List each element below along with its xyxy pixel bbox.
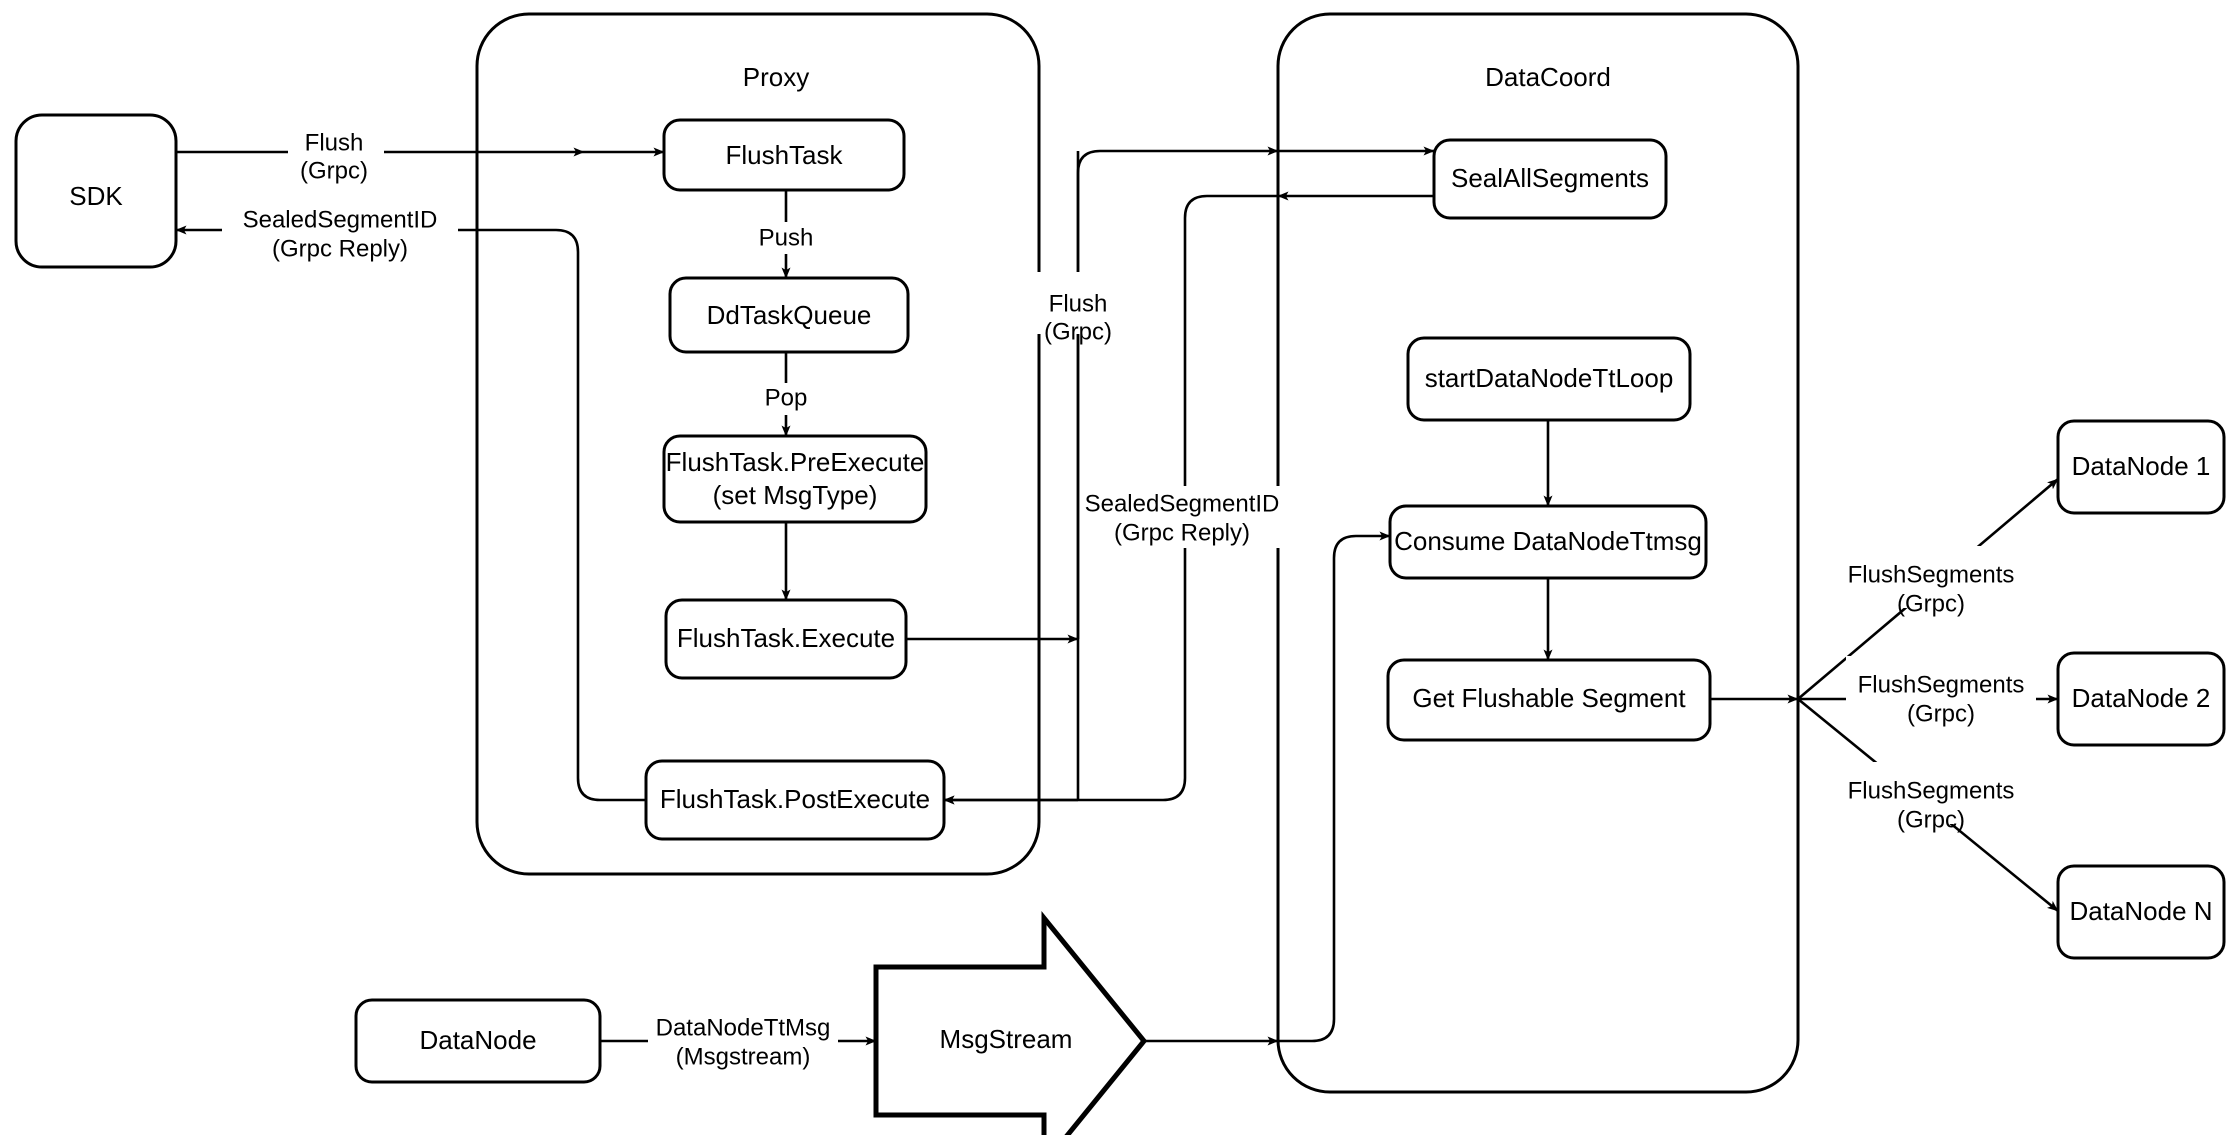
startdatanodettloop-label: startDataNodeTtLoop [1425, 363, 1674, 393]
datanoden-label: DataNode N [2069, 896, 2212, 926]
proxy-group-label: Proxy [743, 62, 809, 92]
preexecute-label-line1: FlushTask.PreExecute [666, 447, 925, 477]
sealallsegments-box[interactable] [1432, 138, 1668, 220]
datacoord-group-label: DataCoord [1485, 62, 1611, 92]
sealedsegmentid-sdk-line1: SealedSegmentID [243, 206, 438, 233]
datanode2-label: DataNode 2 [2072, 683, 2211, 713]
node-dd-task-queue[interactable]: DdTaskQueue [668, 276, 910, 354]
edge-label-sealedsegmentid-sdk: SealedSegmentID (Grpc Reply) [222, 200, 458, 262]
datanode2-box[interactable] [2056, 651, 2226, 747]
datanode-bottom-label: DataNode [419, 1025, 536, 1055]
node-sdk[interactable]: SDK [14, 113, 178, 269]
edge-label-flushsegments-1: FlushSegments (Grpc) [1836, 546, 2026, 617]
execute-box[interactable] [664, 598, 908, 680]
datanoden-box[interactable] [2056, 864, 2226, 960]
flushsegments1-line2: (Grpc) [1897, 590, 1965, 617]
flush-coord-line1: Flush [1049, 290, 1108, 317]
datanodettmsg-line1: DataNodeTtMsg [656, 1014, 831, 1041]
node-seal-all-segments[interactable]: SealAllSegments [1432, 138, 1668, 220]
node-msgstream[interactable]: MsgStream [873, 910, 1148, 1135]
flush-coord-line2: (Grpc) [1044, 318, 1112, 345]
sealedsegmentid-coord-line2: (Grpc Reply) [1114, 519, 1250, 546]
node-execute[interactable]: FlushTask.Execute [664, 598, 908, 680]
edge-label-flushsegments-n: FlushSegments (Grpc) [1836, 762, 2026, 833]
flush-label-line2: (Grpc) [300, 157, 368, 184]
edge-label-sealedsegmentid-coord: SealedSegmentID (Grpc Reply) [1085, 486, 1280, 548]
flushsegmentsn-line1: FlushSegments [1848, 777, 2015, 804]
postexecute-box[interactable] [644, 759, 946, 841]
edge-flush-grpc-rail [1076, 146, 1279, 639]
flushsegments2-line1: FlushSegments [1858, 671, 2025, 698]
execute-label: FlushTask.Execute [677, 623, 895, 653]
flush-label-line1: Flush [305, 129, 364, 156]
sealallsegments-label: SealAllSegments [1451, 163, 1649, 193]
getflushablesegment-box[interactable] [1386, 658, 1712, 742]
consumedatanodettmsg-box[interactable] [1388, 504, 1708, 580]
sealedsegmentid-sdk-line2: (Grpc Reply) [272, 235, 408, 262]
node-datanode-n[interactable]: DataNode N [2056, 864, 2226, 960]
edge-label-pop: Pop [752, 383, 820, 415]
node-datanode-1[interactable]: DataNode 1 [2056, 419, 2226, 515]
edge-label-flushsegments-2: FlushSegments (Grpc) [1846, 656, 2036, 727]
datanode1-box[interactable] [2056, 419, 2226, 515]
consumedatanodettmsg-label: Consume DataNodeTtmsg [1394, 526, 1702, 556]
ddtaskqueue-box[interactable] [668, 276, 910, 354]
node-datanode-2[interactable]: DataNode 2 [2056, 651, 2226, 747]
edge-label-flush-grpc-coord: Flush (Grpc) [1030, 272, 1126, 345]
node-post-execute[interactable]: FlushTask.PostExecute [644, 759, 946, 841]
node-flush-task[interactable]: FlushTask [662, 118, 906, 192]
edge-label-datanode-ttmsg: DataNodeTtMsg (Msgstream) [648, 1010, 838, 1072]
push-label: Push [759, 224, 814, 251]
flushtask-box[interactable] [662, 118, 906, 192]
node-pre-execute[interactable]: FlushTask.PreExecute (set MsgType) [662, 434, 928, 524]
datanodettmsg-line2: (Msgstream) [676, 1043, 811, 1070]
preexecute-box[interactable] [662, 434, 928, 524]
edge-label-push: Push [746, 222, 826, 254]
sealedsegmentid-coord-line1: SealedSegmentID [1085, 490, 1280, 517]
flushsegments1-line1: FlushSegments [1848, 561, 2015, 588]
startdatanodettloop-box[interactable] [1406, 336, 1692, 422]
edge-proxy-to-sdk-reply [175, 225, 646, 802]
flushtask-label: FlushTask [725, 140, 843, 170]
getflushablesegment-label: Get Flushable Segment [1412, 683, 1686, 713]
node-consume-datanode-ttmsg[interactable]: Consume DataNodeTtmsg [1388, 504, 1708, 580]
edge-coordborder-to-consume [1278, 531, 1391, 1043]
postexecute-label: FlushTask.PostExecute [660, 784, 930, 814]
ddtaskqueue-label: DdTaskQueue [707, 300, 872, 330]
flushsegments2-line2: (Grpc) [1907, 700, 1975, 727]
pop-label: Pop [765, 384, 808, 411]
sdk-box[interactable] [14, 113, 178, 269]
node-start-datanode-tt-loop[interactable]: startDataNodeTtLoop [1406, 336, 1692, 422]
edge-label-flush-grpc-sdk: Flush (Grpc) [288, 125, 384, 187]
preexecute-label-line2: (set MsgType) [713, 480, 878, 510]
node-get-flushable-segment[interactable]: Get Flushable Segment [1386, 658, 1712, 742]
node-datanode-bottom[interactable]: DataNode [354, 998, 602, 1084]
msgstream-arrow-shape[interactable] [873, 910, 1148, 1135]
datanode-bottom-box[interactable] [354, 998, 602, 1084]
msgstream-label: MsgStream [940, 1024, 1073, 1054]
flushsegmentsn-line2: (Grpc) [1897, 806, 1965, 833]
sdk-label: SDK [69, 181, 123, 211]
datanode1-label: DataNode 1 [2072, 451, 2211, 481]
